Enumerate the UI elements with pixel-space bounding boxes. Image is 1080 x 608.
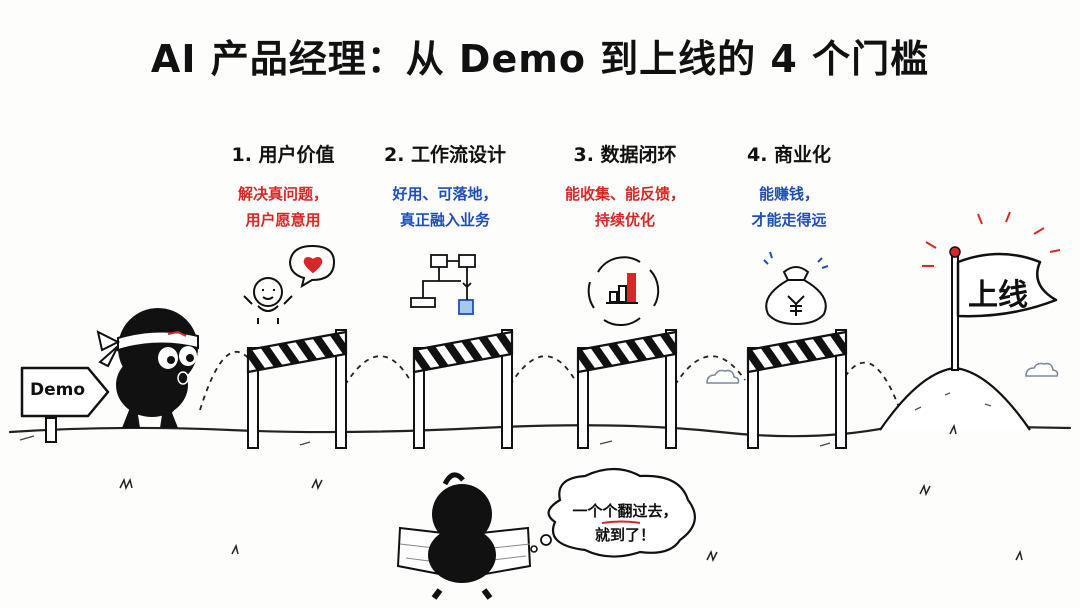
step-1: 1. 用户价值 解决真问题， 用户愿意用	[198, 140, 368, 233]
hurdle-3	[576, 329, 678, 449]
ground-line	[8, 423, 1072, 438]
finish-mound	[879, 366, 1031, 431]
map-reader-character	[396, 472, 532, 600]
step-heading: 1. 用户价值	[231, 144, 335, 166]
step-desc-line: 能赚钱，	[758, 185, 819, 203]
step-4: 4. 商业化 能赚钱， 才能走得远	[704, 140, 874, 233]
hurdle-4	[746, 329, 848, 449]
step-description: 好用、可落地， 真正融入业务	[360, 181, 530, 233]
step-description: 解决真问题， 用户愿意用	[198, 181, 368, 233]
hurdle-2	[412, 329, 514, 449]
finish-flag-label: 上线	[968, 278, 1028, 313]
step-desc-line: 才能走得远	[751, 211, 827, 229]
page-title: AI 产品经理：从 Demo 到上线的 4 个门槛	[150, 37, 930, 81]
step-description: 能赚钱， 才能走得远	[704, 181, 874, 233]
step-3: 3. 数据闭环 能收集、能反馈， 持续优化	[540, 140, 710, 233]
hurdle-1	[246, 329, 348, 449]
bubble-text-a: 一个个	[572, 502, 618, 520]
step-desc-line: 真正融入业务	[399, 211, 490, 229]
step-2: 2. 工作流设计 好用、可落地， 真正融入业务	[360, 140, 530, 233]
bubble-text-c: ，	[662, 502, 678, 520]
finish-flag	[922, 211, 1061, 371]
demo-sign-label: Demo	[30, 380, 86, 400]
step-desc-line: 用户愿意用	[245, 211, 321, 229]
step-desc-line: 解决真问题，	[237, 185, 328, 203]
bubble-line-2: 就到了！	[594, 526, 655, 544]
bubble-text-emphasis: 翻过去	[617, 502, 663, 520]
happy-person-heart-icon	[243, 244, 336, 324]
step-desc-line: 好用、可落地，	[392, 185, 498, 203]
step-heading: 4. 商业化	[746, 144, 832, 166]
step-heading: 2. 工作流设计	[383, 144, 507, 166]
speech-bubble	[530, 467, 696, 558]
money-bag-icon	[763, 251, 829, 326]
cycle-chart-icon	[587, 256, 660, 327]
demo-signpost	[20, 366, 110, 443]
step-description: 能收集、能反馈， 持续优化	[540, 181, 710, 233]
step-desc-line: 持续优化	[594, 211, 655, 229]
bubble-line-1: 一个个翻过去，	[560, 499, 690, 523]
grass-decoration	[119, 423, 1023, 563]
runner-character	[96, 308, 199, 428]
step-desc-line: 能收集、能反馈，	[564, 185, 685, 203]
speech-bubble-text: 一个个翻过去， 就到了！	[560, 499, 690, 547]
step-heading: 3. 数据闭环	[573, 144, 677, 166]
flowchart-icon	[410, 254, 476, 315]
cloud-decoration	[706, 362, 1059, 384]
